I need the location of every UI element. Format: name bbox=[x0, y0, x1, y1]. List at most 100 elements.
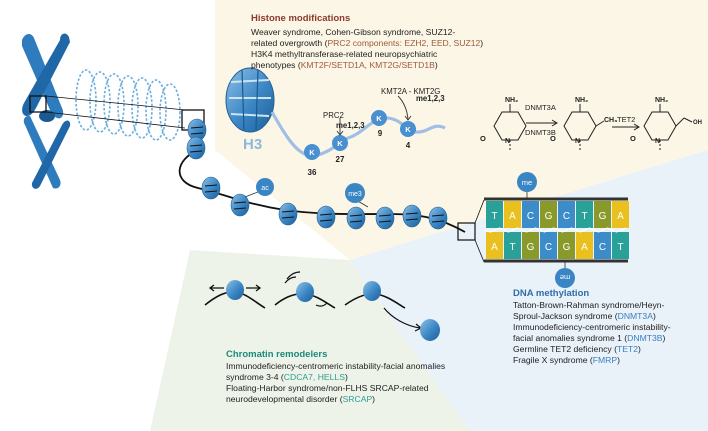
base-top-letter: C bbox=[527, 211, 534, 222]
h3-label: H3 bbox=[243, 136, 262, 153]
large-nucleosome bbox=[225, 67, 275, 133]
base-top bbox=[540, 201, 557, 228]
svg-text:O: O bbox=[550, 134, 556, 143]
methylation-description: Tatton-Brown-Rahman syndrome/Heyn- Sprou… bbox=[513, 300, 671, 365]
nucleosome bbox=[402, 204, 422, 228]
svg-text:OH: OH bbox=[693, 120, 702, 126]
base-bottom-letter: A bbox=[581, 242, 588, 253]
base-bottom-letter: G bbox=[527, 242, 535, 253]
chromatin-heading: Chromatin remodelers bbox=[226, 349, 328, 360]
base-bottom-letter: A bbox=[491, 242, 498, 253]
base-top-letter: A bbox=[617, 211, 624, 222]
chromosome-zoom-box bbox=[29, 95, 47, 113]
base-top-letter: A bbox=[509, 211, 516, 222]
nucleosome bbox=[230, 193, 250, 217]
trimethyl-mark: me3 bbox=[345, 183, 369, 208]
kmt-arrow bbox=[397, 95, 409, 120]
nucleosome bbox=[375, 206, 395, 230]
base-bottom-letter: C bbox=[599, 242, 606, 253]
svg-text:NH₂: NH₂ bbox=[505, 97, 518, 104]
svg-text:me: me bbox=[560, 273, 570, 282]
nucleosome-array bbox=[186, 118, 448, 230]
kmt-me-label: me1,2,3 bbox=[416, 94, 445, 103]
nucleosome bbox=[316, 205, 336, 229]
nucleosome bbox=[186, 136, 206, 160]
svg-text:N: N bbox=[505, 138, 510, 145]
svg-text:9: 9 bbox=[378, 129, 383, 138]
base-top bbox=[522, 201, 539, 228]
dnmt3a-label: DNMT3A bbox=[525, 103, 556, 112]
acetyl-mark: ac bbox=[244, 178, 274, 198]
svg-text:4: 4 bbox=[406, 141, 411, 150]
svg-text:me: me bbox=[522, 178, 532, 187]
svg-text:NH₂: NH₂ bbox=[655, 97, 668, 104]
lysine-27: K 27 bbox=[332, 135, 348, 164]
svg-text:K: K bbox=[337, 139, 343, 148]
svg-text:ac: ac bbox=[261, 185, 269, 192]
histone-region bbox=[215, 0, 708, 260]
dnmt3b-label: DNMT3B bbox=[525, 128, 556, 137]
histone-description: Weaver syndrome, Cohen-Gibson syndrome, … bbox=[251, 27, 484, 70]
nucleosome bbox=[201, 176, 221, 200]
base-top-letter: T bbox=[581, 211, 587, 222]
lysine-36: K 36 bbox=[304, 144, 320, 177]
histone-heading: Histone modifications bbox=[251, 13, 351, 24]
tet2-label: TET2 bbox=[617, 115, 635, 124]
lysine-9: K 9 bbox=[371, 110, 387, 138]
svg-text:O: O bbox=[480, 134, 486, 143]
base-bottom bbox=[540, 232, 557, 259]
chromatin-description: Immunodeficiency-centromeric instability… bbox=[226, 361, 446, 404]
base-bottom-letter: T bbox=[509, 242, 515, 253]
zoom-line-2 bbox=[45, 111, 186, 129]
base-top-letter: G bbox=[599, 211, 607, 222]
svg-text:36: 36 bbox=[308, 168, 317, 177]
base-top bbox=[558, 201, 575, 228]
remodel-evict bbox=[344, 281, 440, 341]
base-bottom-letter: C bbox=[545, 242, 552, 253]
base-bottom bbox=[486, 232, 503, 259]
remodel-unwrap bbox=[274, 271, 336, 309]
base-bottom bbox=[594, 232, 611, 259]
prc2-label: PRC2 bbox=[323, 111, 344, 120]
nucleosome bbox=[346, 206, 366, 230]
dna-zoom-box bbox=[457, 222, 476, 241]
base-bottom bbox=[612, 232, 629, 259]
base-top-letter: G bbox=[545, 211, 553, 222]
svg-text:K: K bbox=[309, 148, 315, 157]
prc2-me-label: me1,2,3 bbox=[336, 121, 365, 130]
svg-text:NH₂: NH₂ bbox=[575, 97, 588, 104]
base-bottom bbox=[576, 232, 593, 259]
base-top bbox=[612, 201, 629, 228]
base-bottom-letter: T bbox=[617, 242, 623, 253]
chromatin-coil bbox=[75, 69, 181, 141]
kmt-label: KMT2A - KMT2G bbox=[381, 87, 440, 96]
svg-text:me3: me3 bbox=[348, 191, 362, 198]
base-bottom-letter: G bbox=[563, 242, 571, 253]
lysine-4: K 4 bbox=[400, 121, 416, 150]
base-top bbox=[576, 201, 593, 228]
base-bottom bbox=[504, 232, 521, 259]
zoom-line-1 bbox=[45, 95, 186, 111]
svg-text:27: 27 bbox=[336, 155, 345, 164]
base-pair-bonds bbox=[483, 227, 626, 233]
methylcytosine-structure bbox=[563, 104, 605, 150]
svg-text:O: O bbox=[630, 134, 636, 143]
svg-text:K: K bbox=[376, 114, 382, 123]
hydroxymethylcytosine-structure bbox=[643, 104, 693, 150]
base-top bbox=[594, 201, 611, 228]
nucleosome bbox=[428, 206, 448, 230]
base-top-letter: T bbox=[491, 211, 497, 222]
remodel-slide bbox=[204, 280, 266, 309]
svg-text:N: N bbox=[575, 138, 580, 145]
nucleosome bbox=[278, 202, 298, 226]
svg-text:K: K bbox=[405, 125, 411, 134]
chromosome-icon bbox=[22, 33, 71, 189]
methylation-heading: DNA methylation bbox=[513, 288, 590, 299]
methyl-mark-bottom: me bbox=[555, 261, 575, 288]
base-top bbox=[504, 201, 521, 228]
svg-text:N: N bbox=[655, 138, 660, 145]
methyl-mark-top: me bbox=[517, 172, 537, 199]
base-bottom bbox=[522, 232, 539, 259]
